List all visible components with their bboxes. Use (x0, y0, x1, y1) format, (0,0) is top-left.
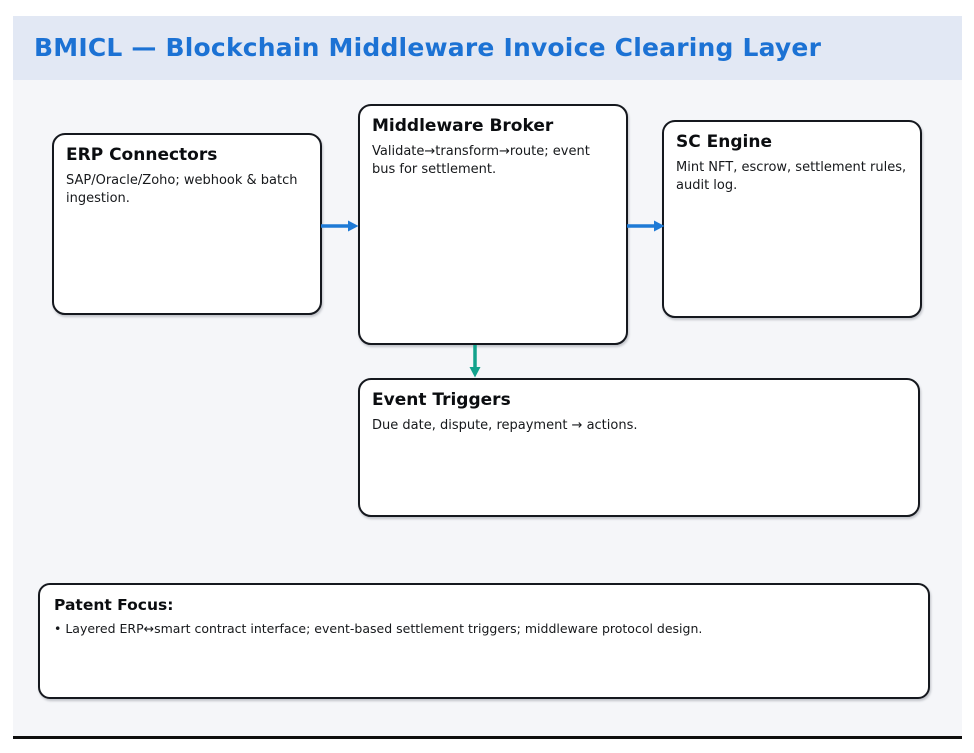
diagram-header: BMICL — Blockchain Middleware Invoice Cl… (13, 16, 962, 80)
arrow-broker-to-event-triggers (466, 345, 484, 378)
patent-focus-panel: Patent Focus: • Layered ERP↔smart contra… (38, 583, 930, 699)
node-sc-engine: SC Engine Mint NFT, escrow, settlement r… (662, 120, 922, 318)
node-title: Middleware Broker (372, 116, 554, 136)
patent-focus-bullet: • Layered ERP↔smart contract interface; … (54, 621, 703, 636)
node-title: ERP Connectors (66, 145, 218, 165)
patent-focus-title: Patent Focus: (54, 596, 174, 614)
arrow-erp-to-broker (321, 217, 359, 235)
node-body: Mint NFT, escrow, settlement rules, audi… (676, 160, 907, 193)
node-event-triggers: Event Triggers Due date, dispute, repaym… (358, 378, 920, 517)
node-body: Due date, dispute, repayment → actions. (372, 418, 638, 433)
diagram-title: BMICL — Blockchain Middleware Invoice Cl… (34, 33, 822, 62)
node-middleware-broker: Middleware Broker Validate→transform→rou… (358, 104, 628, 345)
node-erp-connectors: ERP Connectors SAP/Oracle/Zoho; webhook … (52, 133, 322, 315)
diagram-canvas: BMICL — Blockchain Middleware Invoice Cl… (13, 16, 962, 736)
arrow-broker-to-sc-engine (627, 217, 665, 235)
node-title: Event Triggers (372, 390, 511, 410)
node-body: Validate→transform→route; event bus for … (372, 144, 590, 177)
node-body: SAP/Oracle/Zoho; webhook & batch ingesti… (66, 173, 298, 206)
bottom-border-line (13, 736, 962, 739)
node-title: SC Engine (676, 132, 772, 152)
